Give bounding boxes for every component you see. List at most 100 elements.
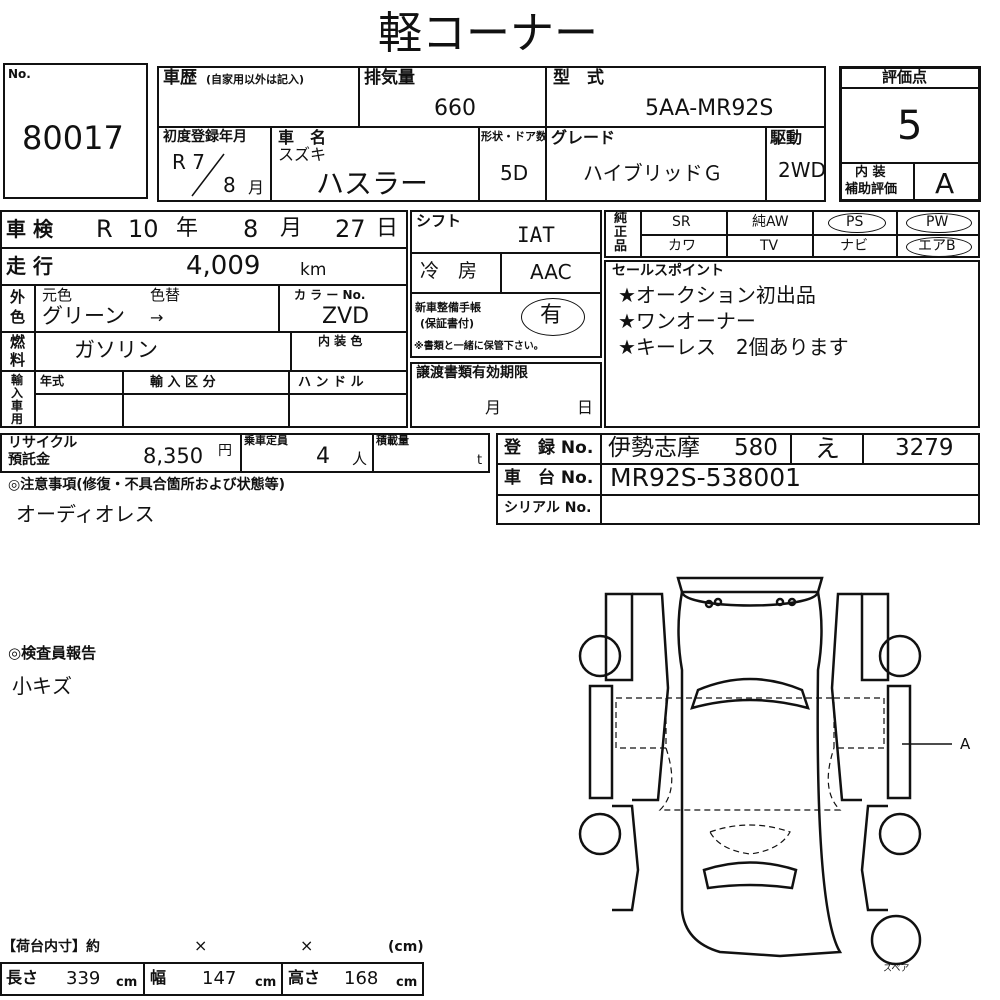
capacity-label: 乗車定員 xyxy=(244,434,288,447)
equip-navi: ナビ xyxy=(840,238,868,254)
sales-point-2: ★ワンオーナー xyxy=(618,309,756,333)
color-side-label-1: 外 xyxy=(10,288,26,306)
capacity-unit: 人 xyxy=(352,450,368,468)
equipment-side-3: 品 xyxy=(614,239,628,254)
recycle-value: 8,350 xyxy=(143,444,204,468)
lot-number: 80017 xyxy=(22,119,124,157)
cargo-x1: × xyxy=(194,936,208,955)
lot-number-box xyxy=(3,63,148,199)
transfer-label: 譲渡書類有効期限 xyxy=(416,365,528,381)
shift-value: IAT xyxy=(517,223,555,247)
sales-point-1: ★オークション初出品 xyxy=(618,283,816,307)
damage-marker-a: A xyxy=(960,735,971,753)
equipment-side-2: 正 xyxy=(614,225,628,240)
aircon-label: 冷 房 xyxy=(420,260,478,282)
inspection-era: R xyxy=(96,215,113,243)
fuel-side-label-1: 燃 xyxy=(10,333,26,351)
first-reg-month: 8 xyxy=(223,173,236,197)
left-info-box xyxy=(0,210,408,428)
cargo-height-unit: cm xyxy=(396,975,418,990)
maintenance-value: 有 xyxy=(540,303,563,328)
doors-value: 5D xyxy=(500,161,529,185)
color-code: ZVD xyxy=(322,304,370,329)
serial-label: シリアル No. xyxy=(504,500,592,516)
import-side-4: 用 xyxy=(11,412,24,426)
cargo-box xyxy=(0,962,424,996)
fuel-value: ガソリン xyxy=(74,338,158,362)
first-reg-month-unit: 月 xyxy=(248,178,265,197)
equip-aw: 純AW xyxy=(752,214,789,230)
cargo-x2: × xyxy=(300,936,314,955)
inspector-label: ◎検査員報告 xyxy=(8,644,97,662)
lot-no-label: No. xyxy=(8,67,31,81)
history-sublabel: (自家用以外は記入) xyxy=(206,73,305,86)
inspection-month-unit: 月 xyxy=(280,216,303,241)
maintenance-label-2: (保証書付) xyxy=(420,317,475,330)
sales-points-label: セールスポイント xyxy=(612,263,724,279)
registration-number: 3279 xyxy=(895,435,954,461)
notes-label: ◎注意事項(修復・不具合箇所および状態等) xyxy=(8,477,286,493)
load-unit: t xyxy=(477,453,483,468)
cargo-length-label: 長さ xyxy=(6,968,39,987)
vehicle-info-box xyxy=(157,66,826,202)
capacity-value: 4 xyxy=(316,444,330,469)
car-name: ハスラー xyxy=(316,167,429,200)
registration-label: 登 録 No. xyxy=(504,438,594,458)
score-label: 評価点 xyxy=(882,68,928,86)
shift-label: シフト xyxy=(416,212,462,230)
transfer-day-unit: 日 xyxy=(577,398,594,417)
inspection-year-unit: 年 xyxy=(176,216,199,241)
inspection-label: 車 検 xyxy=(6,217,53,241)
grade-label: グレード xyxy=(551,128,616,147)
interior-label-2: 補助評価 xyxy=(845,182,898,197)
maintenance-note: ※書類と一緒に保管下さい。 xyxy=(414,341,544,352)
cargo-label: 【荷台内寸】約 xyxy=(2,939,100,955)
mileage-label: 走 行 xyxy=(6,254,53,278)
spare-label: スペア xyxy=(883,964,910,974)
color-side-label-2: 色 xyxy=(10,308,26,326)
car-maker: スズキ xyxy=(278,145,327,164)
grade-value: ハイブリッドＧ xyxy=(583,161,723,185)
color-value: グリーン xyxy=(42,304,125,328)
equip-tv: TV xyxy=(760,238,779,254)
transfer-box xyxy=(410,362,602,428)
color-code-label: カ ラ ー No. xyxy=(294,288,366,302)
notes-value: オーディオレス xyxy=(16,502,155,526)
equip-ps: PS xyxy=(846,214,864,230)
doors-label: 形状・ドア数 xyxy=(481,130,547,143)
transfer-month-unit: 月 xyxy=(485,398,502,417)
drive-label: 駆動 xyxy=(770,128,803,147)
maintenance-label-1: 新車整備手帳 xyxy=(415,301,481,314)
equip-airbag-circle xyxy=(906,237,972,257)
fuel-side-label-2: 料 xyxy=(10,351,26,369)
car-name-label: 車 名 xyxy=(278,128,327,147)
color-orig-label: 元色 xyxy=(42,286,73,304)
recycle-label-2: 預託金 xyxy=(8,452,50,468)
cargo-unit: (cm) xyxy=(388,939,424,955)
chassis-value: MR92S-538001 xyxy=(610,463,802,492)
recycle-label-1: リサイクル xyxy=(8,435,78,451)
inspector-value: 小キズ xyxy=(12,674,72,698)
cargo-width: 147 xyxy=(202,968,237,989)
drive-value: 2WD xyxy=(778,158,826,182)
inspection-year: 10 xyxy=(128,215,159,243)
car-damage-diagram xyxy=(578,576,952,966)
equip-ps-circle xyxy=(828,213,886,233)
first-reg-slash xyxy=(191,153,225,197)
equip-pw-circle xyxy=(906,213,972,233)
import-year-label: 年式 xyxy=(40,374,65,388)
import-side-2: 入 xyxy=(11,386,24,400)
cargo-length: 339 xyxy=(66,968,101,989)
registration-area: 伊勢志摩 xyxy=(608,435,700,461)
cargo-width-label: 幅 xyxy=(150,968,167,987)
inspection-month: 8 xyxy=(243,215,259,243)
history-label: 車歴 xyxy=(163,68,197,88)
interior-score: A xyxy=(935,167,955,200)
import-side-3: 車 xyxy=(11,399,24,413)
load-label: 積載量 xyxy=(376,434,409,447)
cargo-width-unit: cm xyxy=(255,975,277,990)
equip-leather: カワ xyxy=(668,238,696,254)
registration-class: 580 xyxy=(734,435,778,461)
page-title: 軽コーナー xyxy=(378,8,598,59)
recycle-box xyxy=(0,433,490,473)
